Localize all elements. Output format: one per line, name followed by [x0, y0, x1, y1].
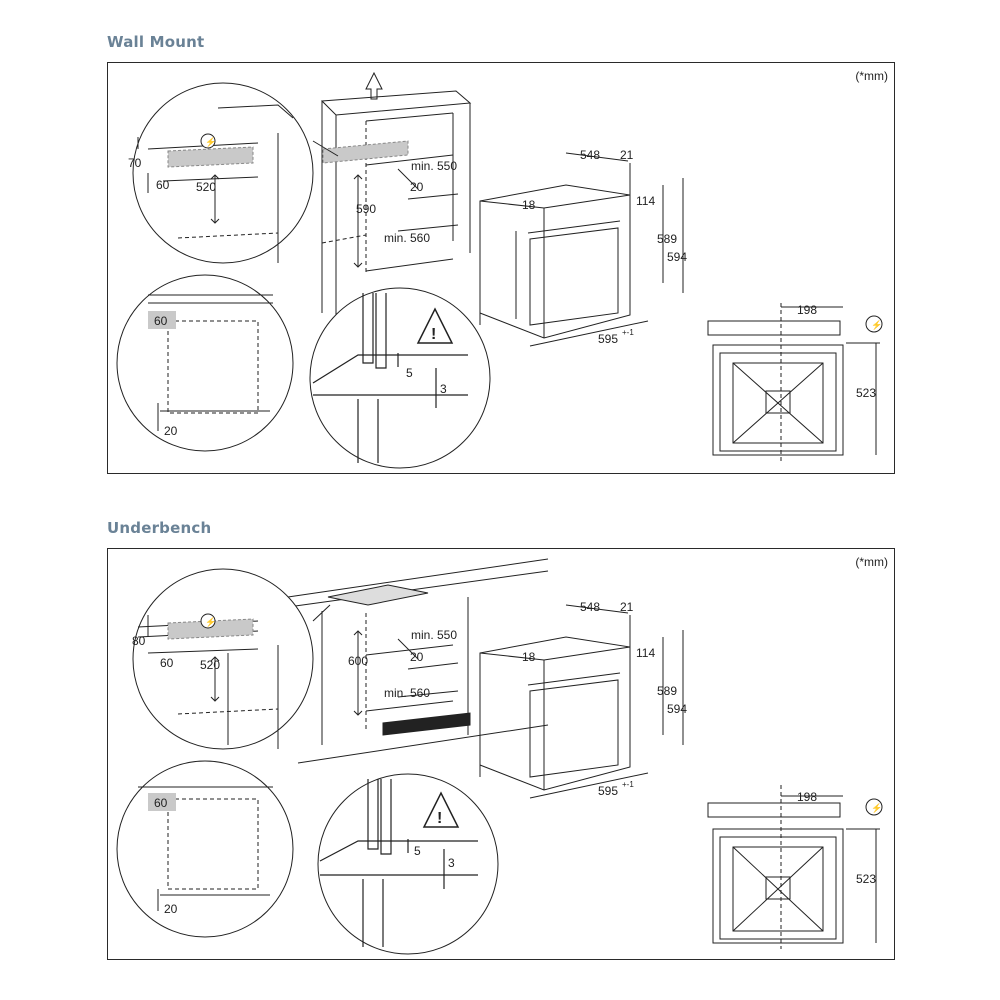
top-gap-label: 70: [128, 156, 142, 170]
top-depth-label: 60: [160, 656, 174, 670]
bottom-gap-label: 20: [164, 902, 178, 916]
niche-height-label: 600: [348, 654, 368, 668]
svg-text:⚡: ⚡: [205, 616, 216, 628]
min-width-label: min. 550: [411, 159, 457, 173]
electric-plug-icon-2: [865, 798, 883, 816]
oven-height-2-label: 594: [667, 702, 687, 716]
electric-plug-icon-2: [865, 315, 883, 333]
gap-3-label: 3: [440, 382, 447, 396]
svg-text:⚡: ⚡: [871, 802, 882, 814]
underbench-heading: Underbench: [107, 519, 212, 537]
zoom-circle-cable: [132, 82, 314, 264]
min-depth-label: min. 560: [384, 231, 430, 245]
oven-width-label: 595: [598, 784, 618, 798]
gap-3-label: 3: [448, 856, 455, 870]
oven-front-label: 21: [620, 600, 634, 614]
unit-note: (*mm): [855, 555, 888, 569]
bottom-gap-label: 20: [164, 424, 178, 438]
zoom-circle-gap: [317, 773, 499, 955]
oven-height-1-label: 589: [657, 684, 677, 698]
warning-icon: [422, 791, 460, 828]
oven-height-1-label: 589: [657, 232, 677, 246]
wall-mount-diagram: min. 550 20 590 min. 560 ⚡ 70 60 520: [116, 71, 883, 469]
oven-panel-label: 114: [636, 194, 655, 208]
svg-text:⚡: ⚡: [205, 136, 216, 148]
zoom-circle-cable: [132, 568, 314, 750]
side-gap-label: 60: [154, 314, 168, 328]
oven-width-tolerance: +-1: [622, 780, 634, 789]
oven-front-label: 21: [620, 148, 634, 162]
min-width-label: min. 550: [411, 628, 457, 642]
niche-height-label: 590: [356, 202, 376, 216]
up-arrow-icon: [365, 71, 383, 100]
underbench-diagram: min. 550 20 600 min. 560 ⚡ 80 60 520: [116, 558, 883, 955]
wall-mount-heading: Wall Mount: [107, 33, 205, 51]
svg-text:!: !: [437, 810, 442, 827]
svg-text:⚡: ⚡: [871, 319, 882, 331]
rear-gap-label: 20: [410, 180, 424, 194]
oven-depth-label: 548: [580, 148, 600, 162]
electric-plug-icon: [200, 613, 216, 629]
electric-plug-icon: [200, 133, 216, 149]
gap-5-label: 5: [414, 844, 421, 858]
cable-offset-label: 198: [797, 790, 817, 804]
wall-mount-panel: (*mm) min. 550 20 590 min: [107, 62, 895, 474]
oven-width-tolerance: +-1: [622, 328, 634, 337]
oven-depth-label: 548: [580, 600, 600, 614]
oven-top-label: 18: [522, 198, 536, 212]
oven-top-label: 18: [522, 650, 536, 664]
unit-note: (*mm): [855, 69, 888, 83]
oven-panel-label: 114: [636, 646, 655, 660]
cable-offset-label: 198: [797, 303, 817, 317]
gap-5-label: 5: [406, 366, 413, 380]
top-gap-label: 80: [132, 634, 146, 648]
oven-height-2-label: 594: [667, 250, 687, 264]
cable-height-label: 520: [200, 658, 220, 672]
svg-text:!: !: [431, 326, 436, 343]
rear-gap-label: 20: [410, 650, 424, 664]
min-depth-label: min. 560: [384, 686, 430, 700]
cable-drop-label: 523: [856, 386, 876, 400]
top-depth-label: 60: [156, 178, 170, 192]
underbench-panel: (*mm) min. 550 20 600 min. 560: [107, 548, 895, 960]
zoom-circle-gap: [309, 287, 491, 469]
zoom-circle-side: [116, 274, 294, 452]
cable-height-label: 520: [196, 180, 216, 194]
side-gap-label: 60: [154, 796, 168, 810]
oven-width-label: 595: [598, 332, 618, 346]
cable-drop-label: 523: [856, 872, 876, 886]
warning-icon: [416, 307, 454, 344]
